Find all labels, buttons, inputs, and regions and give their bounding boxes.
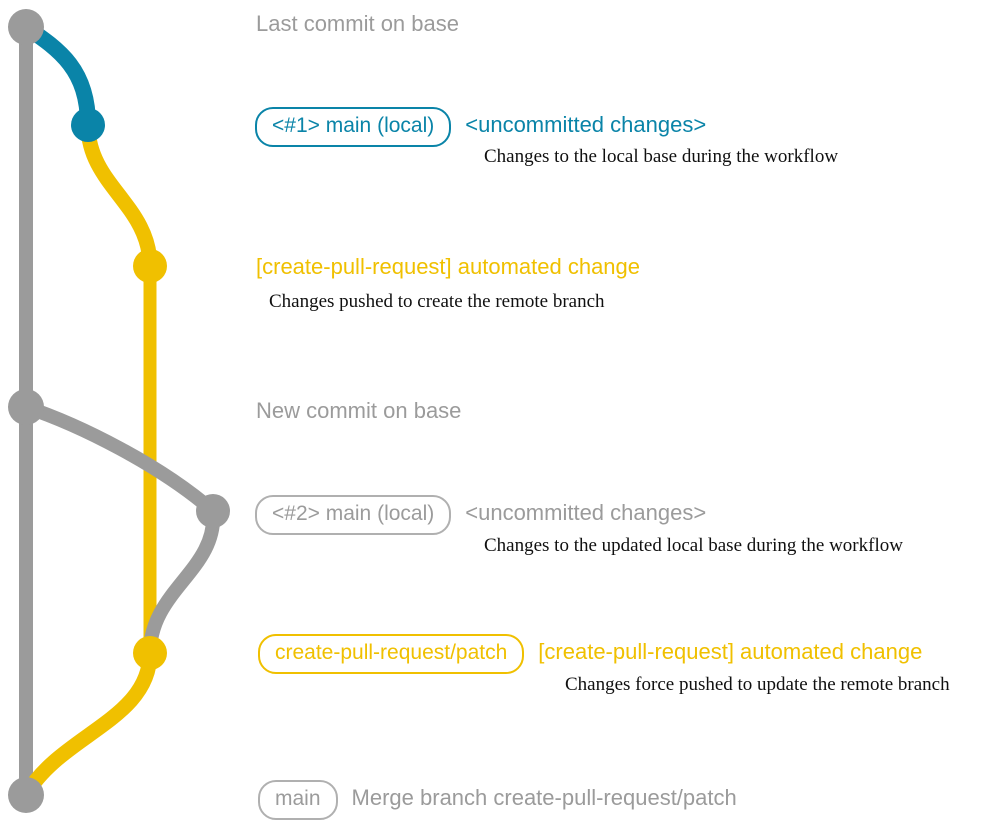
node-base-last[interactable]	[8, 9, 44, 45]
commit-heading-new-commit: New commit on base	[256, 398, 462, 423]
node-base-merge[interactable]	[8, 777, 44, 813]
commit-description-local-1: Changes to the local base during the wor…	[484, 146, 839, 167]
branch-badge-main-local-1[interactable]: <#1> main (local)	[255, 107, 452, 147]
commit-description-patch-create: Changes pushed to create the remote bran…	[269, 291, 605, 312]
commit-subject-merge: Merge branch create-pull-request/patch	[351, 785, 737, 810]
branch-badge-create-pull-request-patch[interactable]: create-pull-request/patch	[258, 634, 525, 674]
commit-row-merge: main Merge branch create-pull-request/pa…	[258, 780, 737, 820]
commit-heading-last-commit: Last commit on base	[256, 11, 459, 36]
commit-subject-uncommitted-1: <uncommitted changes>	[465, 112, 707, 137]
commit-description-patch-force: Changes force pushed to update the remot…	[565, 674, 950, 695]
commit-row-patch-force: create-pull-request/patch [create-pull-r…	[258, 634, 922, 674]
commit-description-local-2: Changes to the updated local base during…	[484, 535, 903, 556]
branch-badge-main[interactable]: main	[258, 780, 338, 820]
edge-local2-to-patchforce	[143, 504, 221, 660]
edge-patchforce-to-merge	[18, 645, 158, 803]
node-patch-create[interactable]	[133, 249, 167, 283]
commit-subject-uncommitted-2: <uncommitted changes>	[465, 500, 707, 525]
edge-local1-to-patchcreate	[80, 117, 158, 274]
node-base-new[interactable]	[8, 389, 44, 425]
commit-subject-automated-change-force: [create-pull-request] automated change	[538, 639, 923, 664]
node-local-2[interactable]	[196, 494, 230, 528]
commit-row-local-1: <#1> main (local) <uncommitted changes>	[255, 107, 706, 147]
branch-badge-main-local-2[interactable]: <#2> main (local)	[255, 495, 452, 535]
commit-row-local-2: <#2> main (local) <uncommitted changes>	[255, 495, 706, 535]
edge-basenew-to-local2	[19, 400, 220, 518]
node-local-1[interactable]	[71, 108, 105, 142]
node-patch-force[interactable]	[133, 636, 167, 670]
commit-subject-automated-change-create: [create-pull-request] automated change	[256, 254, 641, 279]
